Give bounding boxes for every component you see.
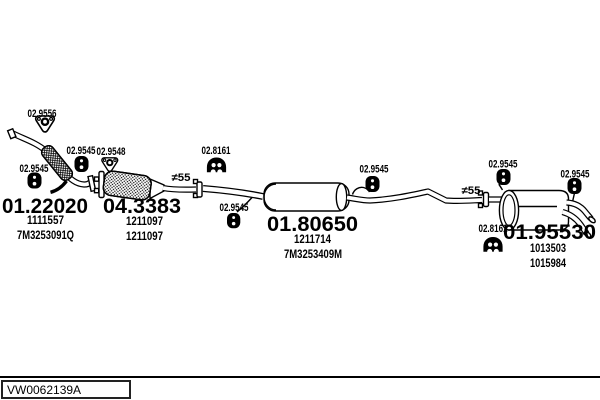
part-number-rear-muffler: 01.95530 [503, 221, 596, 244]
front-flange [6, 127, 17, 140]
rubber-hanger-icon [496, 169, 511, 185]
rubber-hanger-icon [365, 176, 380, 192]
bolt [477, 190, 484, 196]
clamp-icon [206, 157, 227, 173]
gasket-icon [100, 156, 119, 173]
pipe-end-flange [87, 174, 97, 193]
hanger-rod [236, 197, 253, 213]
hanger-bracket [50, 179, 68, 194]
oem-number: 1211097 [126, 229, 163, 243]
rear-flange [482, 191, 490, 208]
hanger-rod [498, 183, 504, 191]
footer-divider [0, 376, 600, 378]
fitting-part-number: 02.9545 [20, 163, 49, 175]
fitting-part-number: 02.8161 [479, 223, 508, 235]
front-pipe [6, 127, 97, 194]
fitting-part-number: 02.9545 [67, 145, 96, 157]
drawing-code-box: VW0062139A [1, 380, 131, 399]
clamp-icon [483, 236, 503, 252]
fitting-part-number: 02.8161 [202, 145, 231, 157]
oem-number: 1013503 [530, 241, 566, 255]
oem-number: 1211714 [294, 232, 331, 246]
oem-number: 1015984 [530, 256, 566, 270]
fitting-part-number: 02.9545 [489, 159, 518, 171]
fitting-part-number: 02.9545 [561, 169, 590, 181]
mid-flange [196, 181, 203, 198]
oem-number: 1211097 [126, 214, 163, 228]
bolt [93, 176, 100, 182]
fitting-part-number: 02.9545 [360, 164, 389, 176]
pipe-diameter-label: ≠55 [462, 185, 481, 197]
oem-number: 7M3253409M [284, 247, 342, 261]
flex-section [40, 144, 74, 182]
fitting-part-number: 02.9556 [28, 108, 57, 120]
rubber-hanger-icon [74, 156, 89, 172]
part-number-catalytic-converter: 04.3383 [103, 195, 181, 218]
oem-number: 1111557 [27, 213, 64, 227]
part-number-front-pipe: 01.22020 [2, 195, 88, 218]
bolt [477, 202, 484, 209]
center-muffler [263, 182, 350, 212]
rear-muffler [498, 183, 596, 239]
part-number-center-muffler: 01.80650 [267, 213, 358, 236]
fitting-part-number: 02.9545 [220, 202, 249, 214]
exhaust-system-diagram: 01.22020 04.3383 01.80650 01.95530 11115… [2, 108, 596, 270]
bolt [93, 187, 100, 194]
catalytic-converter [98, 170, 165, 201]
fitting-part-number: 02.9548 [97, 146, 126, 158]
rubber-hanger-icon [227, 213, 241, 229]
oem-number: 7M3253091Q [17, 228, 74, 242]
pipe-diameter-label: ≠55 [172, 172, 191, 184]
drawing-code: VW0062139A [7, 383, 82, 397]
